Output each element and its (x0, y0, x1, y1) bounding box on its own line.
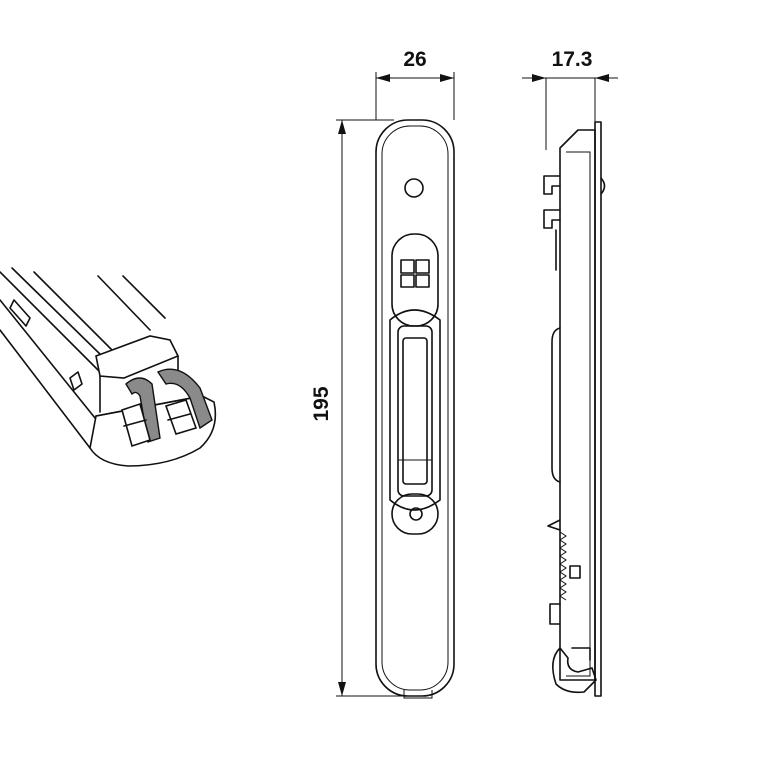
rack-teeth (559, 531, 567, 601)
dimension-width-label: 26 (403, 48, 426, 71)
dimension-depth-label: 17.3 (552, 48, 593, 71)
side-view (543, 121, 606, 697)
dimension-depth: 17.3 (522, 48, 618, 150)
dimension-width: 26 (375, 48, 455, 120)
logo-icon (400, 259, 430, 288)
front-view (375, 119, 455, 699)
dimension-height-label: 195 (310, 386, 333, 421)
perspective-view (0, 267, 217, 467)
dimension-height: 195 (310, 119, 404, 697)
